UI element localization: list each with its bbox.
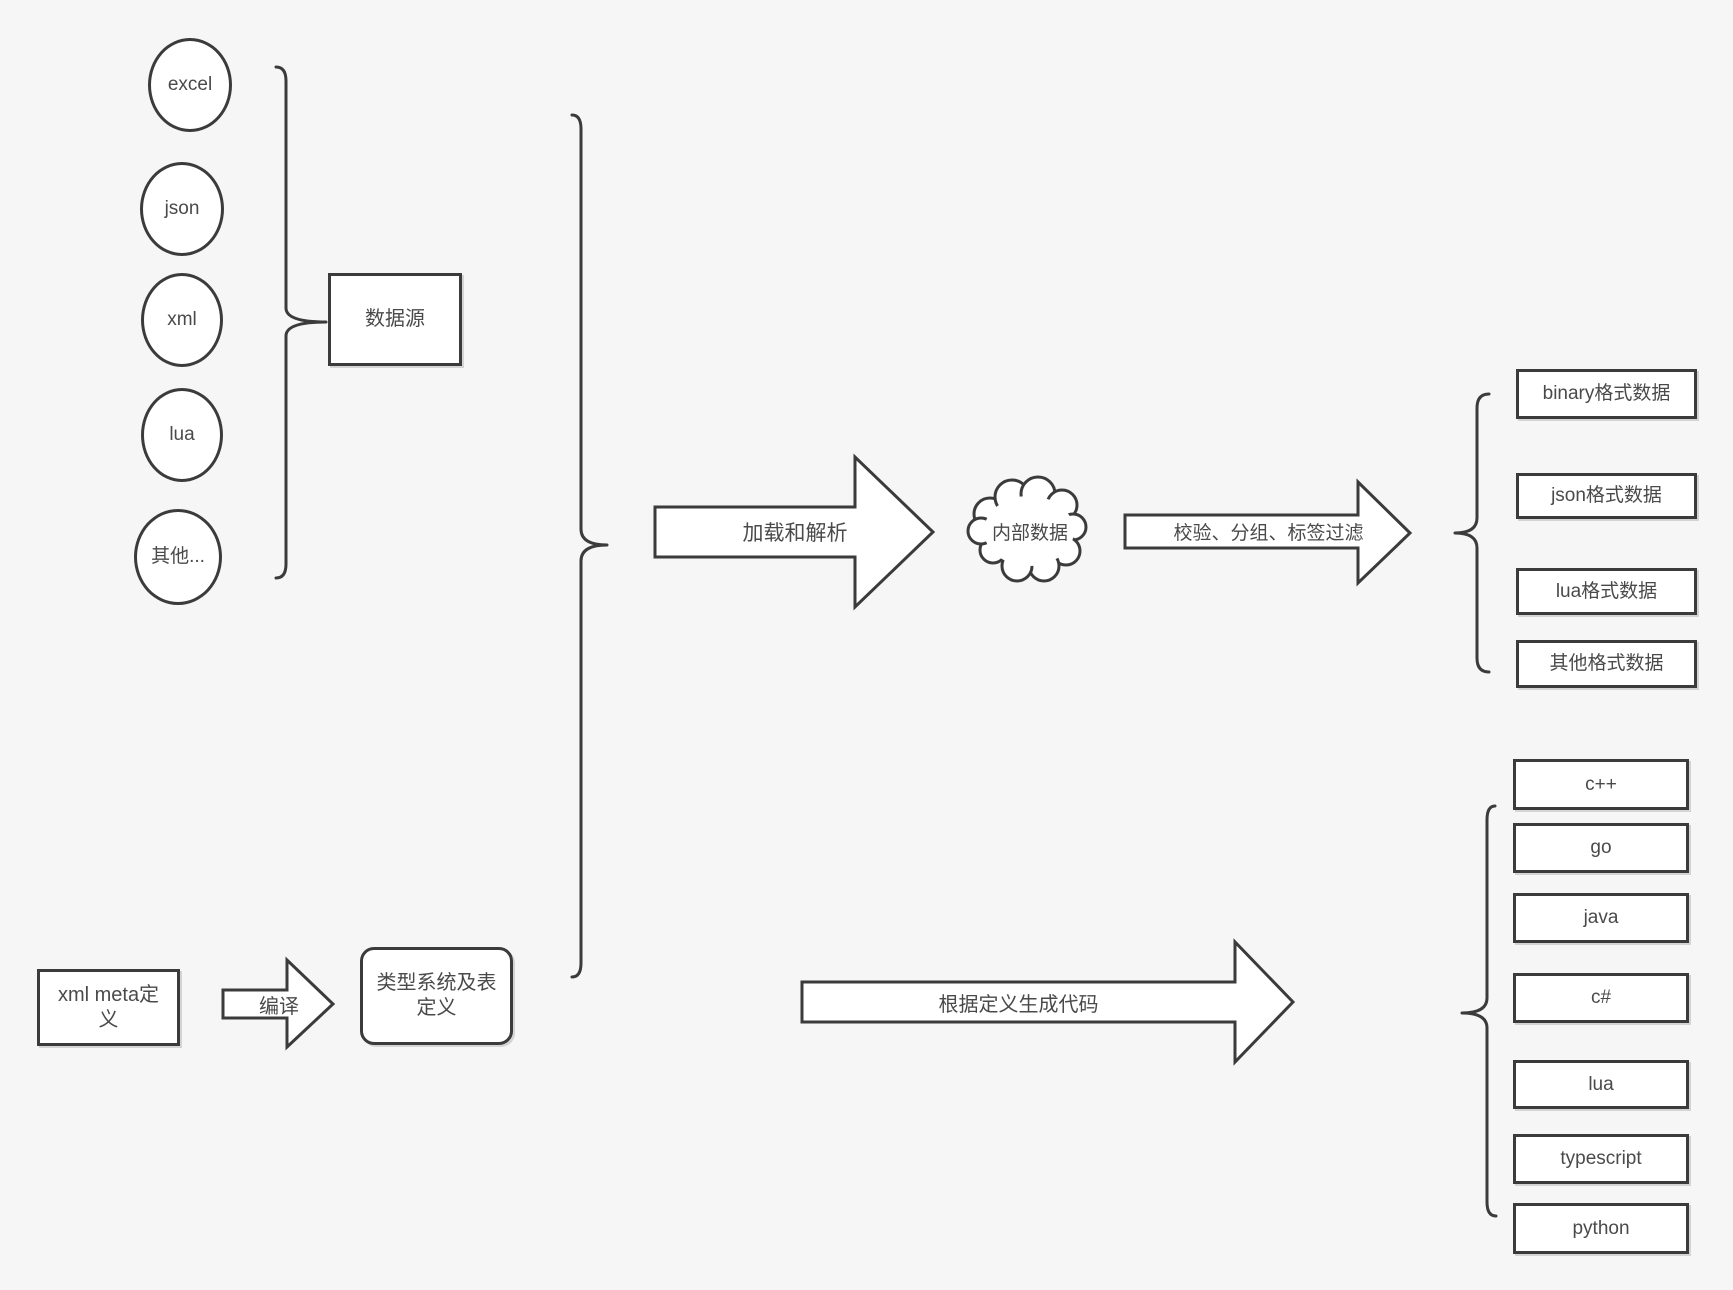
language-label-python: python: [1572, 1217, 1630, 1239]
language-box-go: go: [1513, 823, 1689, 873]
language-box-csharp: c#: [1513, 973, 1689, 1023]
format-box-json: json格式数据: [1516, 473, 1697, 519]
language-label-java: java: [1583, 907, 1619, 929]
language-label-lua: lua: [1588, 1073, 1614, 1095]
source-label-xml: xml: [167, 309, 197, 331]
sources-brace: [274, 65, 328, 580]
format-label-lua: lua格式数据: [1555, 580, 1658, 602]
source-ellipse-lua: lua: [141, 388, 223, 482]
xml-meta-label: xml meta定 义: [57, 983, 160, 1031]
language-box-java: java: [1513, 893, 1689, 943]
source-label-json: json: [164, 198, 200, 220]
source-label-excel: excel: [167, 74, 213, 96]
language-box-lua: lua: [1513, 1060, 1689, 1109]
data-source-box: 数据源: [328, 273, 462, 366]
format-label-json: json格式数据: [1551, 485, 1662, 507]
format-box-other: 其他格式数据: [1516, 640, 1697, 688]
language-box-typescript: typescript: [1513, 1134, 1689, 1184]
source-ellipse-excel: excel: [148, 38, 232, 132]
generate-code-arrow: [800, 938, 1296, 1066]
format-box-lua: lua格式数据: [1516, 568, 1697, 615]
source-ellipse-json: json: [140, 162, 224, 256]
type-system-box: 类型系统及表 定义: [360, 947, 513, 1045]
internal-data-cloud: [966, 475, 1088, 583]
formats-brace: [1453, 392, 1491, 674]
source-ellipse-other: 其他...: [134, 509, 222, 605]
language-label-csharp: c#: [1590, 987, 1612, 1009]
source-ellipse-xml: xml: [141, 273, 223, 367]
main-group-brace: [570, 113, 609, 979]
source-label-other: 其他...: [151, 546, 205, 568]
language-box-cpp: c++: [1513, 759, 1689, 810]
language-box-python: python: [1513, 1203, 1689, 1254]
language-label-typescript: typescript: [1560, 1148, 1642, 1170]
filter-arrow: [1123, 478, 1413, 587]
format-box-binary: binary格式数据: [1516, 369, 1697, 419]
xml-meta-box: xml meta定 义: [37, 969, 180, 1046]
compile-arrow: [221, 956, 336, 1051]
languages-brace: [1460, 804, 1498, 1218]
type-system-label: 类型系统及表 定义: [376, 972, 497, 1019]
format-label-other: 其他格式数据: [1549, 653, 1664, 675]
load-parse-arrow: [653, 453, 936, 611]
language-label-cpp: c++: [1585, 773, 1617, 795]
format-label-binary: binary格式数据: [1542, 383, 1671, 405]
source-label-lua: lua: [169, 424, 195, 446]
data-source-label: 数据源: [365, 308, 425, 330]
language-label-go: go: [1590, 837, 1612, 859]
